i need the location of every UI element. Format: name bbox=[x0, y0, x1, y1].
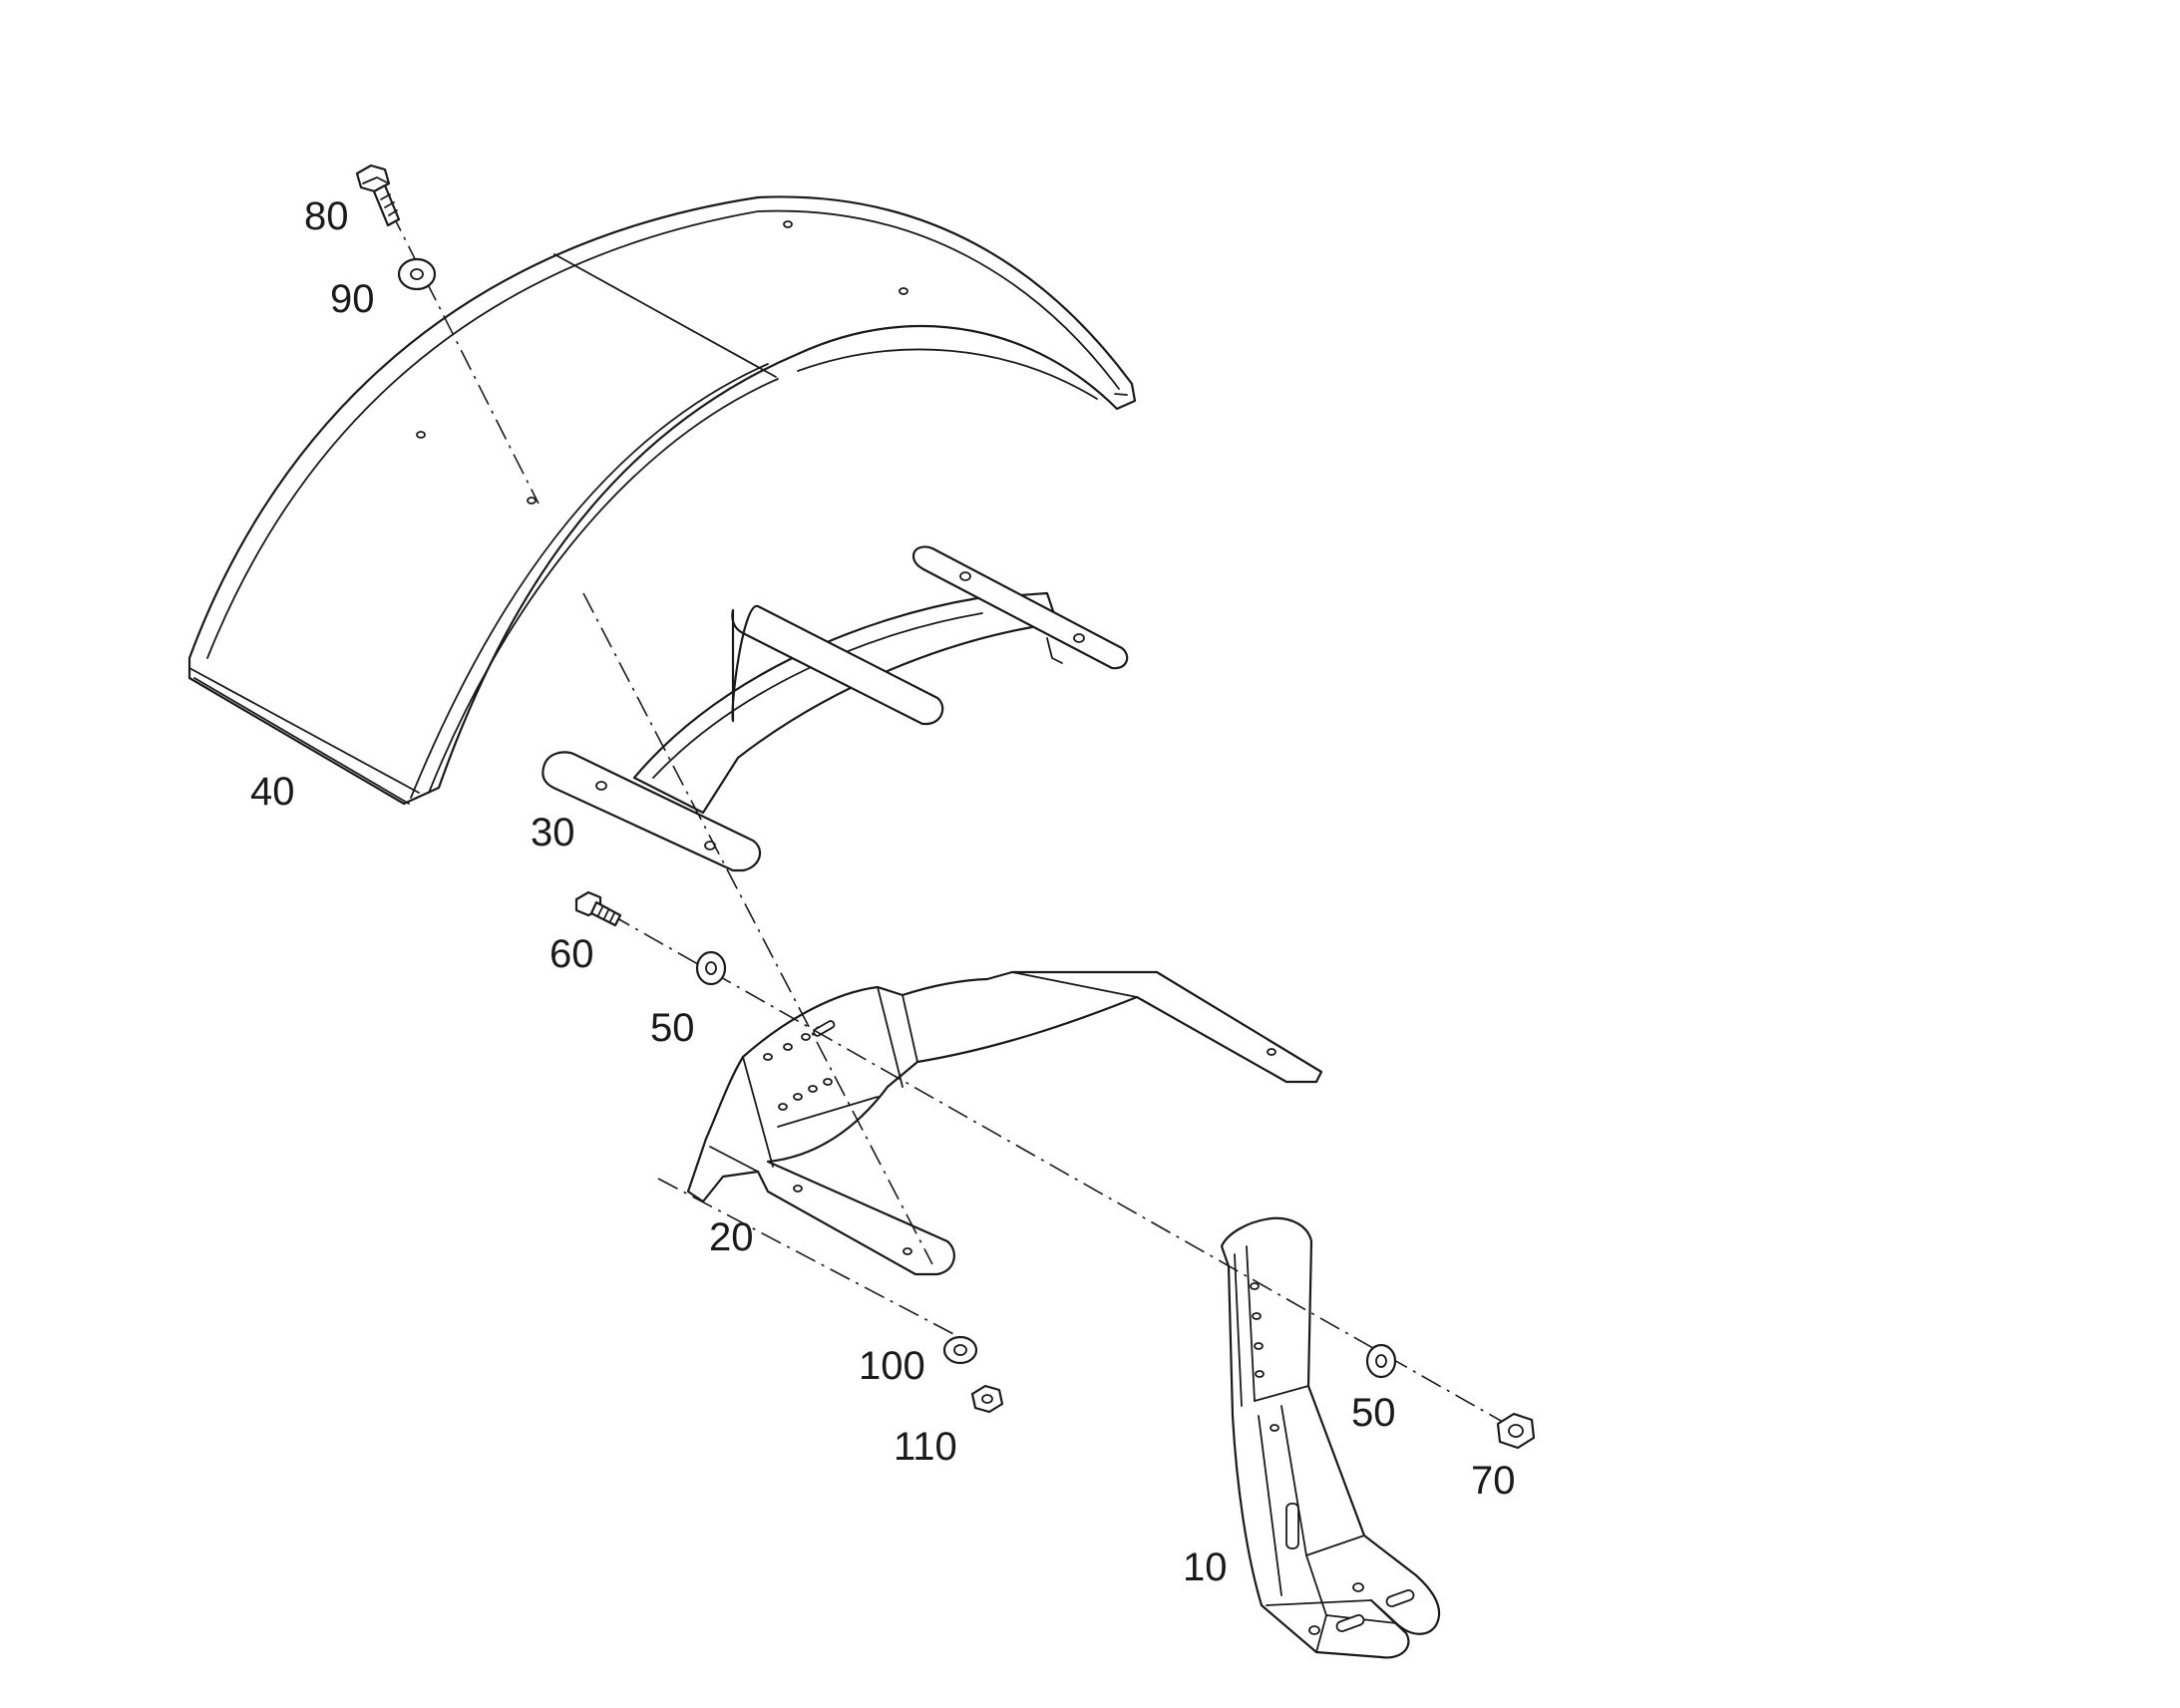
bracket-hole-icon bbox=[778, 1103, 788, 1111]
bracket-hole-icon bbox=[793, 1093, 803, 1101]
support-strap bbox=[542, 545, 1129, 872]
mount-hole-icon bbox=[1252, 1312, 1262, 1320]
label-90: 90 bbox=[330, 277, 375, 321]
washer-icon bbox=[942, 1335, 978, 1365]
bracket-hole-icon bbox=[763, 1053, 773, 1061]
label-80: 80 bbox=[304, 194, 349, 238]
nut-icon bbox=[1496, 1412, 1536, 1450]
fender-hole-icon bbox=[416, 431, 426, 439]
strap-hole-icon bbox=[1073, 633, 1085, 643]
mount-bracket bbox=[1220, 1216, 1441, 1659]
label-30: 30 bbox=[531, 811, 575, 854]
bolt-icon bbox=[574, 890, 622, 927]
bracket-hole-icon bbox=[801, 1033, 811, 1041]
mount-slot-icon bbox=[1385, 1589, 1415, 1607]
bracket-hole-icon bbox=[783, 1043, 793, 1051]
mount-slot-icon bbox=[1285, 1503, 1299, 1549]
bracket-hole-icon bbox=[808, 1085, 818, 1093]
fender-hole-icon bbox=[899, 287, 908, 295]
fender-hole-icon bbox=[527, 497, 537, 505]
bracket-hole-icon bbox=[1267, 1048, 1276, 1056]
mount-hole-icon bbox=[1352, 1582, 1364, 1592]
nut-icon bbox=[970, 1384, 1004, 1414]
label-20: 20 bbox=[709, 1215, 754, 1259]
label-40: 40 bbox=[250, 770, 295, 814]
label-10: 10 bbox=[1183, 1545, 1228, 1589]
mount-slot-icon bbox=[1335, 1614, 1365, 1632]
bracket-hole-icon bbox=[823, 1078, 833, 1086]
part-labels: 80 90 40 30 60 50 20 100 110 50 70 10 bbox=[250, 194, 1516, 1589]
mount-hole-icon bbox=[1270, 1424, 1279, 1432]
strap-hole-icon bbox=[595, 781, 607, 791]
mount-hole-icon bbox=[1255, 1370, 1265, 1378]
label-70: 70 bbox=[1471, 1459, 1516, 1503]
mount-hole-icon bbox=[1250, 1282, 1260, 1290]
label-100: 100 bbox=[859, 1344, 925, 1388]
bolt-icon bbox=[355, 164, 401, 227]
label-50-upper: 50 bbox=[650, 1006, 695, 1050]
label-110: 110 bbox=[894, 1425, 957, 1469]
mount-hole-icon bbox=[1308, 1625, 1320, 1635]
mount-hole-icon bbox=[1254, 1342, 1264, 1350]
strap-hole-icon bbox=[959, 571, 971, 581]
main-bracket bbox=[686, 970, 1323, 1276]
label-60: 60 bbox=[549, 932, 594, 976]
label-50-lower: 50 bbox=[1351, 1391, 1396, 1435]
bracket-hole-icon bbox=[903, 1247, 912, 1255]
fender bbox=[187, 195, 1137, 806]
bracket-hole-icon bbox=[793, 1185, 803, 1193]
washer-icon bbox=[1365, 1343, 1397, 1379]
washer-icon bbox=[397, 257, 437, 291]
washer-icon bbox=[695, 950, 727, 986]
fender-hole-icon bbox=[783, 220, 793, 228]
